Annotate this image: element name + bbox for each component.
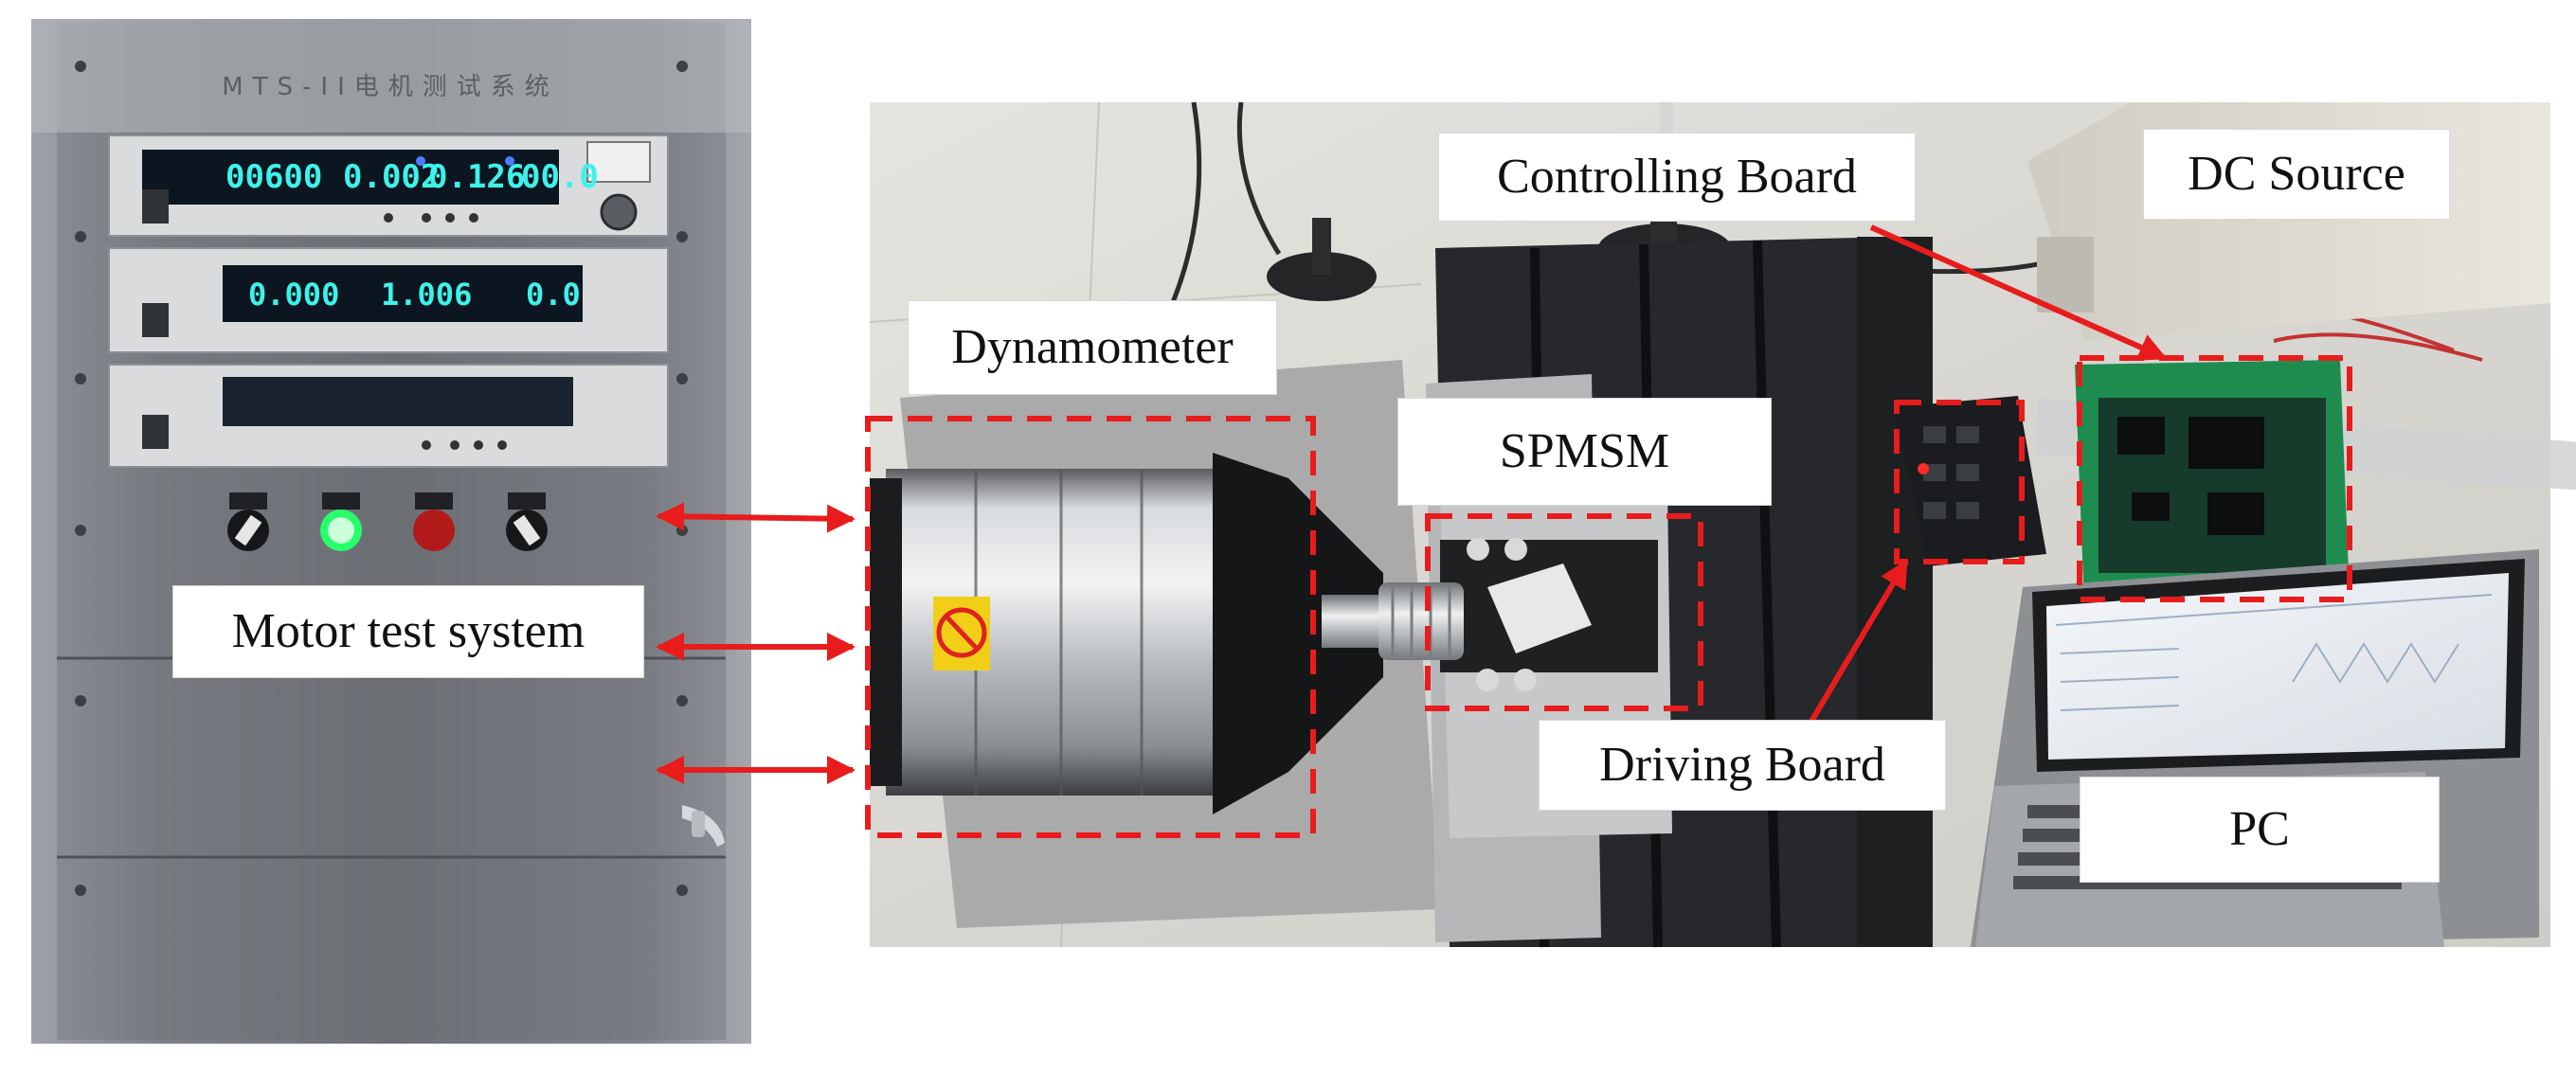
dynamometer-highlight-box xyxy=(865,416,1316,838)
arrows xyxy=(656,224,2168,784)
label-motor-test-system: Motor test system xyxy=(172,585,644,678)
display-top-field-3: 0.126 xyxy=(428,158,525,196)
cabinet-title: MTS-II电机测试系统 xyxy=(222,73,559,101)
label-driving-board: Driving Board xyxy=(1539,720,1946,811)
display-middle-field-1: 0.000 xyxy=(248,277,339,313)
display-middle-field-2: 1.006 xyxy=(381,277,472,313)
label-pc: PC xyxy=(2080,777,2440,883)
controlling-board-highlight-box xyxy=(2077,355,2352,602)
driving-board-highlight-box xyxy=(1894,400,2025,564)
cabinet-photo xyxy=(31,19,751,1044)
display-middle-field-3: 0.0 xyxy=(526,277,581,313)
display-top: 00600 0.002 0.126 00.0 xyxy=(225,158,599,196)
annotation-overlays xyxy=(865,355,2352,838)
display-top-field-2: 0.002 xyxy=(343,158,440,196)
display-top-field-1: 00600 xyxy=(225,158,322,196)
arrow-driving-board xyxy=(1807,559,1909,726)
label-controlling-board: Controlling Board xyxy=(1438,133,1916,222)
label-dc-source: DC Source xyxy=(2143,129,2450,220)
display-top-field-4: 00.0 xyxy=(521,158,599,196)
arrow-controlling-board xyxy=(1869,224,2168,361)
label-dynamometer: Dynamometer xyxy=(908,300,1277,395)
display-middle: 0.000 1.006 0.0 xyxy=(248,277,581,313)
label-spmsm: SPMSM xyxy=(1397,398,1772,506)
spmsm-highlight-box xyxy=(1425,513,1703,711)
arrow-upper xyxy=(656,502,856,533)
